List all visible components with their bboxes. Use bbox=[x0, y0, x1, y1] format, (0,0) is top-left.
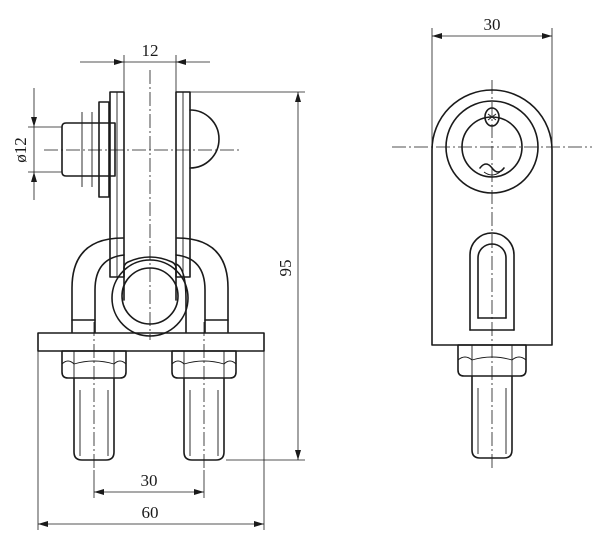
side-centerlines bbox=[392, 80, 592, 470]
clevis-body bbox=[431, 89, 553, 346]
dimension-height-total-label: 95 bbox=[276, 260, 295, 277]
dimension-base-width-label: 60 bbox=[142, 503, 159, 522]
dimension-base-width: 60 bbox=[37, 351, 265, 530]
left-nut bbox=[61, 350, 127, 379]
dimension-side-width-label: 30 bbox=[484, 15, 501, 34]
front-centerlines bbox=[44, 70, 240, 470]
clevis-plates bbox=[109, 91, 191, 278]
u-bolt bbox=[71, 237, 229, 333]
dimension-bolt-spacing-label: 30 bbox=[141, 471, 158, 490]
pin-shaft bbox=[61, 101, 116, 198]
front-view: 12 ø12 95 30 bbox=[11, 41, 305, 530]
dimension-diameter-pin-label: ø12 bbox=[11, 137, 30, 163]
dimension-side-width: 30 bbox=[431, 15, 553, 150]
dimension-width-pin: 12 bbox=[80, 41, 210, 92]
dimension-width-pin-label: 12 bbox=[142, 41, 159, 60]
base-plate bbox=[37, 332, 265, 352]
side-view: 30 bbox=[392, 15, 592, 470]
dimension-height-total: 95 bbox=[190, 91, 305, 461]
pin-head bbox=[189, 109, 220, 169]
dimension-diameter-pin: ø12 bbox=[11, 88, 62, 200]
dimension-bolt-spacing: 30 bbox=[93, 470, 205, 498]
